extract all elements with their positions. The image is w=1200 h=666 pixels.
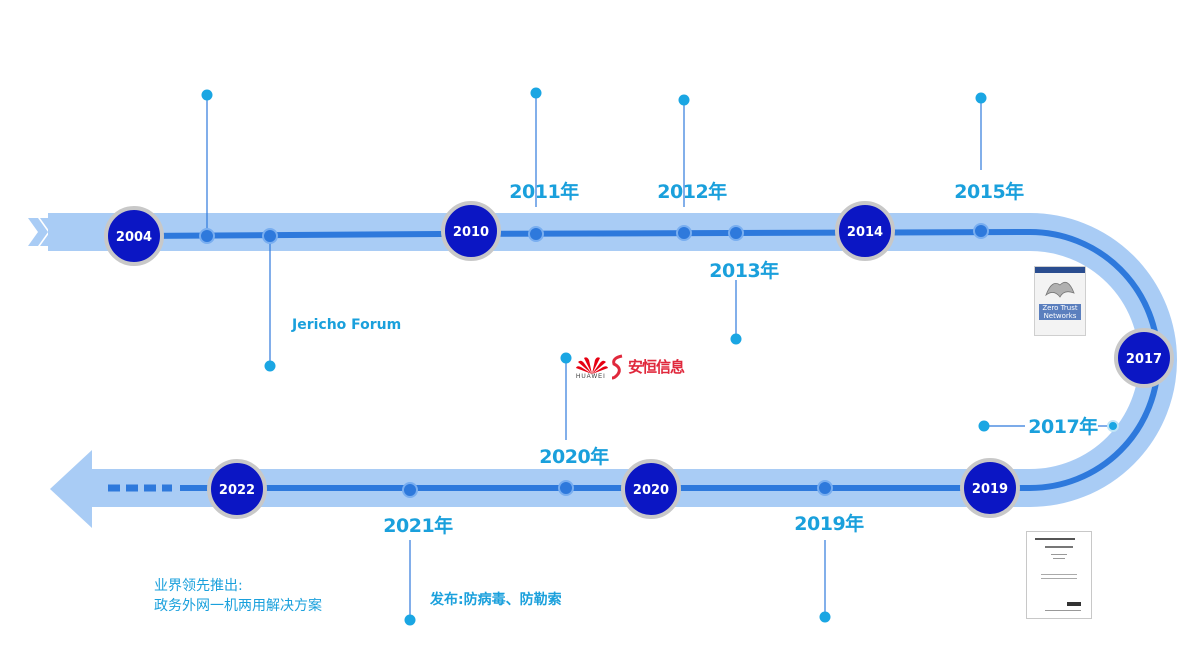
node-label: 2022 bbox=[219, 483, 255, 498]
year-label-2020: 2020年 bbox=[539, 446, 609, 468]
node-label: 2004 bbox=[116, 230, 152, 245]
anheng-text: 安恒信息 bbox=[628, 358, 685, 376]
end-dots bbox=[201, 87, 990, 626]
anheng-s-icon bbox=[611, 354, 623, 380]
year-label-2012: 2012年 bbox=[657, 181, 727, 203]
book-top-bar bbox=[1035, 267, 1085, 273]
year-label-2019: 2019年 bbox=[794, 513, 864, 535]
document-thumbnail bbox=[1026, 531, 1092, 619]
node-label: 2017 bbox=[1126, 352, 1162, 367]
note-industry-line2: 政务外网一机两用解决方案 bbox=[154, 598, 322, 614]
node-2017: 2017 bbox=[1114, 328, 1174, 388]
doc-line bbox=[1041, 574, 1077, 575]
doc-line bbox=[1045, 546, 1073, 548]
note-industry-line1: 业界领先推出: bbox=[154, 578, 243, 594]
huawei-logo: HUAWEI bbox=[572, 354, 612, 384]
note-release: 发布:防病毒、防勒索 bbox=[430, 592, 562, 608]
year-label-2021: 2021年 bbox=[383, 515, 453, 537]
book-title-band: Zero Trust Networks bbox=[1039, 304, 1081, 320]
line-markers bbox=[199, 223, 1119, 498]
doc-line bbox=[1051, 554, 1067, 555]
note-industry: 业界领先推出: 政务外网一机两用解决方案 bbox=[154, 576, 322, 616]
doc-line bbox=[1045, 610, 1081, 611]
node-label: 2020 bbox=[633, 483, 669, 498]
node-label: 2019 bbox=[972, 482, 1008, 497]
note-jericho-forum: Jericho Forum bbox=[292, 317, 402, 333]
doc-line bbox=[1053, 558, 1065, 559]
node-2022: 2022 bbox=[207, 459, 267, 519]
end-arrow-icon bbox=[50, 450, 92, 528]
book-title-line1: Zero Trust bbox=[1042, 304, 1078, 312]
year-label-2013: 2013年 bbox=[709, 260, 779, 282]
node-2004: 2004 bbox=[104, 206, 164, 266]
year-label-2017: 2017年 bbox=[1028, 416, 1098, 438]
node-label: 2014 bbox=[847, 225, 883, 240]
node-label: 2010 bbox=[453, 225, 489, 240]
year-label-2015: 2015年 bbox=[954, 181, 1024, 203]
book-title-line2: Networks bbox=[1043, 312, 1077, 320]
doc-line bbox=[1041, 578, 1077, 579]
node-2010: 2010 bbox=[441, 201, 501, 261]
node-2014: 2014 bbox=[835, 201, 895, 261]
anheng-logo: 安恒信息 bbox=[610, 354, 686, 382]
huawei-flower-icon bbox=[576, 357, 608, 374]
zero-trust-book-cover: Zero Trust Networks bbox=[1034, 266, 1086, 336]
year-label-2011: 2011年 bbox=[509, 181, 579, 203]
node-2019: 2019 bbox=[960, 458, 1020, 518]
book-creature-icon bbox=[1045, 281, 1075, 298]
node-2020: 2020 bbox=[621, 459, 681, 519]
huawei-text: HUAWEI bbox=[576, 374, 606, 380]
doc-logo-icon bbox=[1067, 602, 1081, 606]
doc-line bbox=[1035, 538, 1075, 540]
